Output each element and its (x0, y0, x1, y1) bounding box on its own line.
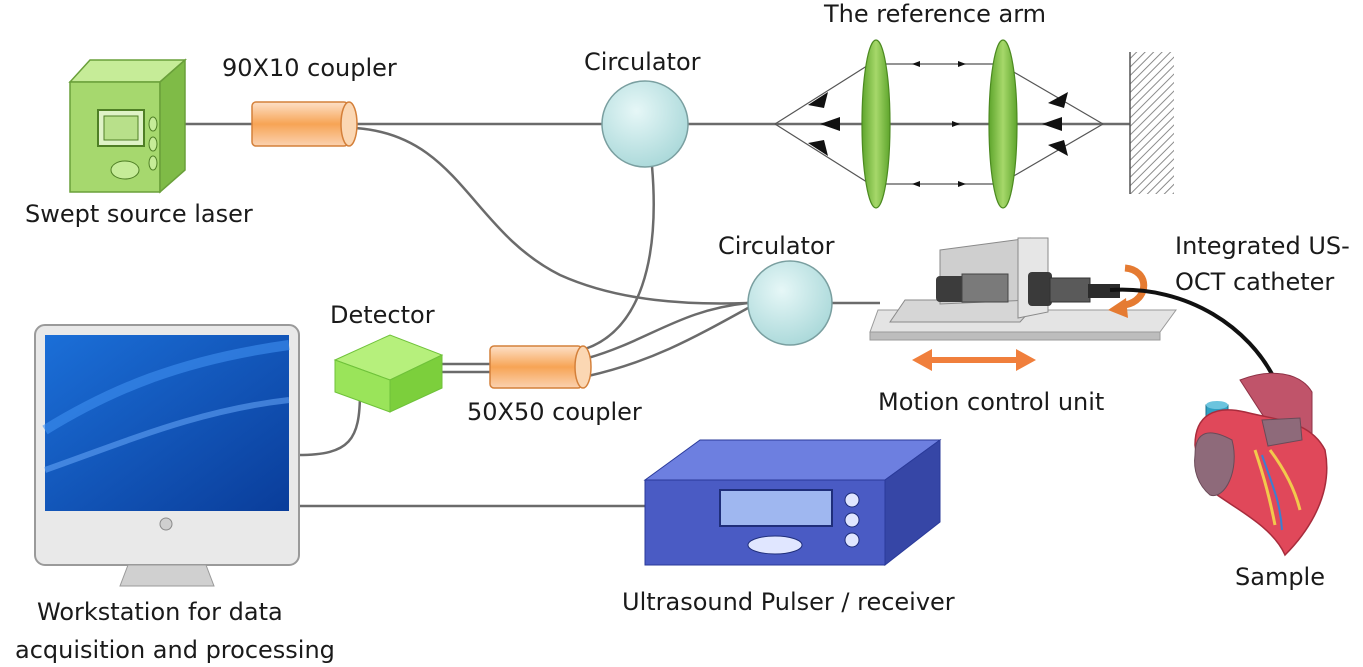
motion-control-label: Motion control unit (878, 388, 1104, 416)
workstation-label-line1: Workstation for data (37, 598, 283, 626)
laser-device-icon (68, 58, 187, 194)
circulator-icon (747, 260, 833, 346)
fiber-network (183, 122, 1130, 508)
pulser-icon (643, 439, 942, 567)
laser-label: Swept source laser (25, 200, 253, 228)
workstation-label-line2: acquisition and processing (15, 636, 335, 664)
coupler-icon (489, 345, 592, 389)
monitor-icon (34, 324, 300, 587)
fiber-mid-circulator-to-50x50-b (587, 306, 749, 378)
fiber-mid-circulator-to-50x50 (587, 301, 749, 360)
ultrasound-label: Ultrasound Pulser / receiver (622, 588, 955, 616)
reference-arm-label: The reference arm (823, 0, 1046, 28)
fiber-circulator-down (584, 165, 655, 351)
circulator-top-label: Circulator (584, 48, 701, 76)
catheter-line (1109, 287, 1276, 379)
fiber-coupler-to-mid-circulator (354, 126, 749, 305)
mirror-icon (1130, 52, 1174, 194)
lens-icon (988, 39, 1018, 209)
circulator-mid-label: Circulator (718, 232, 835, 260)
coupler-50x50-label: 50X50 coupler (467, 398, 642, 426)
coupler-90x10-label: 90X10 coupler (222, 54, 397, 82)
lens-icon (861, 39, 891, 209)
detector-icon (333, 334, 444, 413)
cable-detector-to-workstation (297, 391, 362, 457)
catheter-label-line2: OCT catheter (1175, 268, 1334, 296)
motion-stage-icon (869, 237, 1177, 341)
reference-arm (774, 39, 1174, 209)
catheter-label-line1: Integrated US- (1175, 232, 1350, 260)
heart-icon (1194, 372, 1328, 557)
circulator-icon (601, 80, 689, 168)
coupler-icon (251, 101, 358, 147)
motion-arrow-icon (912, 349, 1036, 371)
detector-label: Detector (330, 301, 435, 329)
labels: Swept source laser 90X10 coupler Circula… (15, 0, 1350, 664)
sample-label: Sample (1235, 563, 1325, 591)
